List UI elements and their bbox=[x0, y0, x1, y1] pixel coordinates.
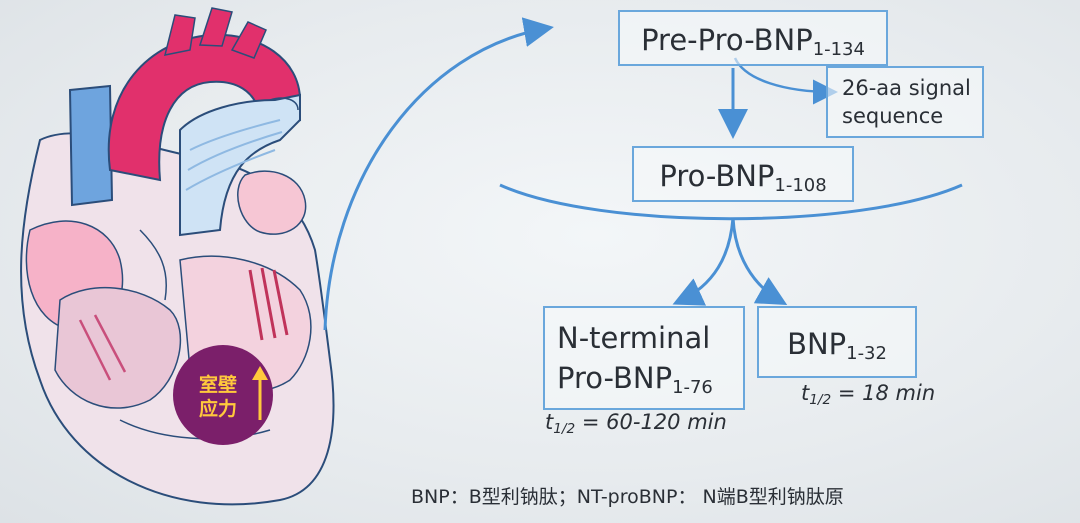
abbreviation-footnote: BNP：B型利钠肽；NT-proBNP： N端B型利钠肽原 bbox=[411, 486, 844, 508]
bnp-half-life-value: = 18 min bbox=[837, 381, 936, 405]
bnp-half-life: t1/2 = 18 min bbox=[801, 381, 935, 408]
bnp-box: BNP1-32 bbox=[757, 306, 917, 378]
pre-pro-bnp-subscript: 1-134 bbox=[812, 39, 865, 61]
signal-sequence-line2: sequence bbox=[842, 104, 944, 128]
signal-sequence-line1: 26-aa signal bbox=[842, 76, 971, 100]
pro-bnp-subscript: 1-108 bbox=[774, 175, 827, 197]
bnp-subscript: 1-32 bbox=[846, 343, 887, 365]
heart-to-prepro-arrow bbox=[323, 17, 554, 331]
pre-pro-bnp-box: Pre-Pro-BNP1-134 bbox=[618, 10, 888, 66]
pre-pro-bnp-text: Pre-Pro-BNP bbox=[641, 23, 813, 57]
nt-half-life-subscript: 1/2 bbox=[553, 421, 576, 438]
bnp-half-life-subscript: 1/2 bbox=[809, 392, 832, 409]
signal-sequence-box: 26-aa signal sequence bbox=[826, 66, 984, 138]
nt-pro-bnp-line2: Pro-BNP1-76 bbox=[557, 358, 743, 408]
nt-pro-bnp-half-life: t1/2 = 60-120 min bbox=[545, 410, 727, 437]
nt-pro-bnp-box: N-terminal Pro-BNP1-76 bbox=[543, 306, 745, 410]
nt-half-life-value: = 60-120 min bbox=[581, 410, 727, 434]
nt-half-life-symbol: t bbox=[545, 410, 554, 434]
bnp-half-life-symbol: t bbox=[801, 381, 810, 405]
heart-illustration bbox=[20, 7, 335, 506]
wall-stress-line1: 室壁 bbox=[198, 374, 237, 396]
nt-pro-bnp-subscript: 1-76 bbox=[672, 377, 713, 399]
nt-pro-bnp-text: Pro-BNP bbox=[557, 361, 673, 395]
bnp-text: BNP bbox=[787, 327, 847, 361]
wall-stress-label: 室壁 应力 bbox=[193, 373, 243, 421]
flow-arrows bbox=[323, 17, 963, 331]
pro-bnp-box: Pro-BNP1-108 bbox=[632, 146, 854, 202]
nt-pro-bnp-line1: N-terminal bbox=[557, 321, 711, 355]
pro-to-bnp-arrow bbox=[731, 217, 788, 305]
pro-to-ntprobnp-arrow bbox=[672, 217, 735, 306]
pro-bnp-text: Pro-BNP bbox=[659, 159, 775, 193]
cleavage-arc bbox=[499, 183, 963, 221]
wall-stress-line2: 应力 bbox=[198, 398, 237, 420]
wall-stress-circle bbox=[173, 345, 273, 445]
